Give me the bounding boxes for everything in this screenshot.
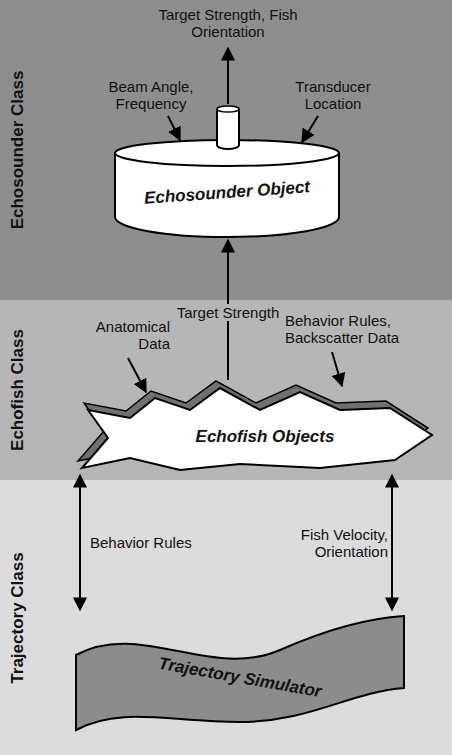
echofish-band-fill [0,300,452,480]
cyl-outline [110,105,345,240]
object-label: Echofish Objects [196,427,335,447]
edge-arrow [391,475,393,610]
input-arrow [128,358,146,392]
echosounder-band-fill [0,0,452,300]
class-label: Trajectory Class [8,552,28,683]
class-label: Echosounder Class [8,71,28,230]
class-band: Trajectory Class Trajectory Simulator [0,480,452,755]
echofish-shape: Echofish Objects [60,380,445,475]
trajectory-band-fill [0,480,452,755]
class-label: Echofish Class [8,329,28,451]
input-arrow [302,116,318,142]
io-label: Beam Angle, Frequency [96,78,206,112]
edge-arrow [79,475,81,610]
edge-label: Fish Velocity, Orientation [240,526,390,560]
io-label: Transducer Location [278,78,388,112]
input-arrow [332,352,342,386]
edge-label: Behavior Rules [88,534,212,551]
echosounder-cylinder: Echosounder Object [110,105,345,240]
input-arrow [168,116,180,140]
trajectory-ribbon: Trajectory Simulator [70,610,410,735]
edge-label: Target Strength [175,304,282,321]
io-label: Anatomical Data [70,318,170,352]
io-label: Target Strength, Fish Orientation [158,6,298,40]
class-band: Echosounder Class Echosounder Object [0,0,452,300]
output-arrow [227,48,229,104]
io-label: Behavior Rules, Backscatter Data [285,312,450,346]
